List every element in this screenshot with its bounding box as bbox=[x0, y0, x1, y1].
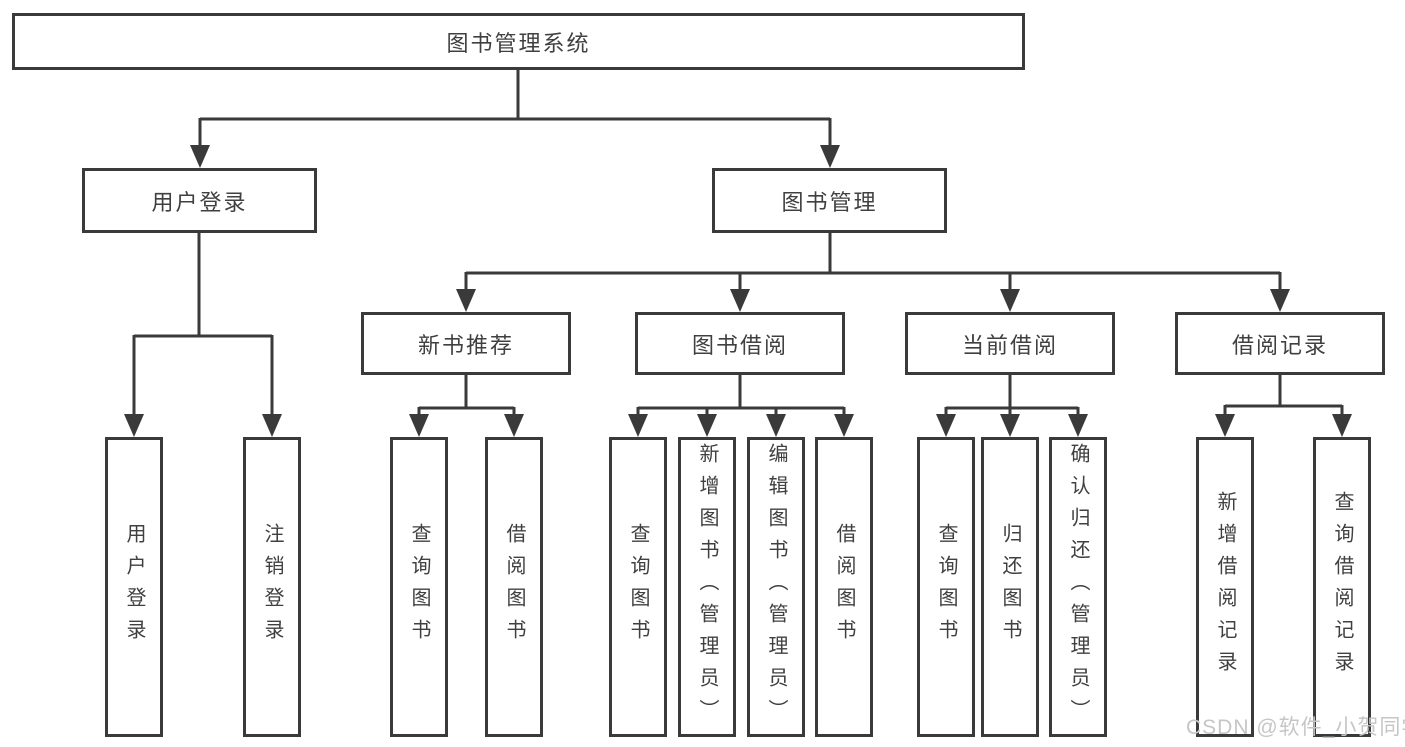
node-new-book-recommend: 新书推荐 bbox=[361, 312, 571, 375]
node-book-borrow: 图书借阅 bbox=[635, 312, 845, 375]
csdn-watermark: CSDN @软件_小贺同学 bbox=[1186, 716, 1405, 739]
node-root-system: 图书管理系统 bbox=[12, 13, 1025, 70]
node-borrow-records-label: 借阅记录 bbox=[1231, 332, 1328, 358]
leaf-current-query-books: 查询图书 bbox=[917, 437, 975, 737]
leaf-current-confirm-return-admin: 确认归还（管理员） bbox=[1049, 437, 1107, 737]
leaf-borrow-borrow-books: 借阅图书 bbox=[815, 437, 873, 737]
leaf-borrow-add-books-admin: 新增图书（管理员） bbox=[678, 437, 736, 737]
leaf-records-query-record: 查询借阅记录 bbox=[1313, 437, 1371, 737]
node-current-borrow-label: 当前借阅 bbox=[961, 332, 1058, 358]
node-new-book-recommend-label: 新书推荐 bbox=[417, 332, 514, 358]
leaf-current-confirm-return-admin-label: 确认归还（管理员） bbox=[1067, 443, 1089, 731]
leaf-records-add-record: 新增借阅记录 bbox=[1196, 437, 1254, 737]
leaf-current-return-books: 归还图书 bbox=[981, 437, 1039, 737]
node-borrow-records: 借阅记录 bbox=[1175, 312, 1385, 375]
leaf-logout-login-label: 注销登录 bbox=[261, 523, 283, 651]
node-book-management-label: 图书管理 bbox=[781, 189, 878, 215]
leaf-user-login: 用户登录 bbox=[105, 437, 163, 737]
leaf-records-add-record-label: 新增借阅记录 bbox=[1214, 491, 1236, 683]
leaf-borrow-query-books: 查询图书 bbox=[609, 437, 667, 737]
node-user-login: 用户登录 bbox=[82, 168, 317, 233]
node-root-system-label: 图书管理系统 bbox=[446, 30, 591, 56]
leaf-current-return-books-label: 归还图书 bbox=[999, 523, 1021, 651]
node-user-login-label: 用户登录 bbox=[151, 189, 248, 215]
leaf-borrow-edit-books-admin-label: 编辑图书（管理员） bbox=[765, 443, 787, 731]
leaf-recommend-query-books: 查询图书 bbox=[390, 437, 448, 737]
leaf-recommend-borrow-books: 借阅图书 bbox=[485, 437, 543, 737]
leaf-borrow-edit-books-admin: 编辑图书（管理员） bbox=[747, 437, 805, 737]
leaf-borrow-add-books-admin-label: 新增图书（管理员） bbox=[696, 443, 718, 731]
leaf-current-query-books-label: 查询图书 bbox=[935, 523, 957, 651]
leaf-recommend-query-books-label: 查询图书 bbox=[408, 523, 430, 651]
node-book-management: 图书管理 bbox=[712, 168, 947, 233]
arrowheads bbox=[124, 145, 1352, 437]
leaf-borrow-borrow-books-label: 借阅图书 bbox=[833, 523, 855, 651]
node-book-borrow-label: 图书借阅 bbox=[691, 332, 788, 358]
node-current-borrow: 当前借阅 bbox=[905, 312, 1115, 375]
leaf-records-query-record-label: 查询借阅记录 bbox=[1331, 491, 1353, 683]
leaf-recommend-borrow-books-label: 借阅图书 bbox=[503, 523, 525, 651]
leaf-logout-login: 注销登录 bbox=[243, 437, 301, 737]
leaf-borrow-query-books-label: 查询图书 bbox=[627, 523, 649, 651]
leaf-user-login-label: 用户登录 bbox=[123, 523, 145, 651]
